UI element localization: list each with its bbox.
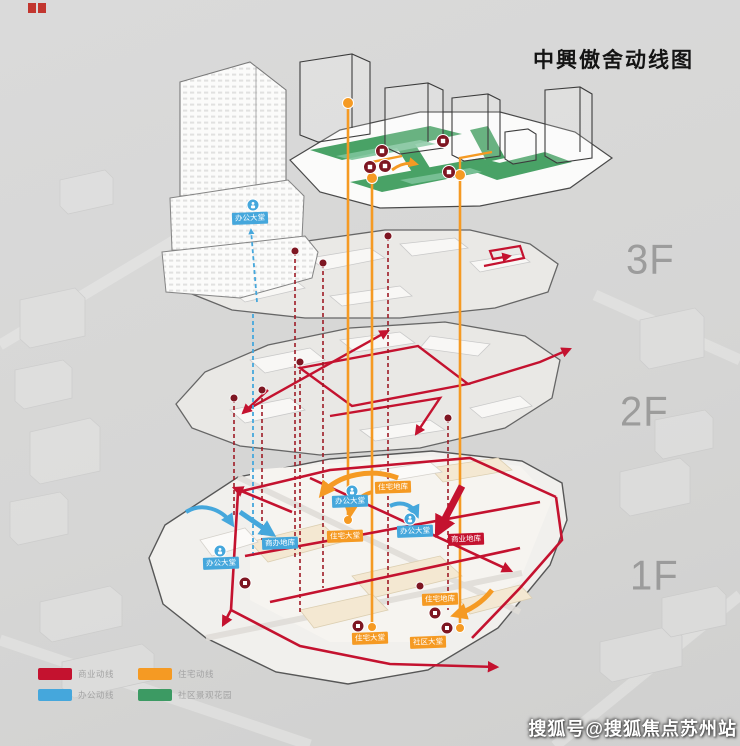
label-commercial-basement: 商业地库 xyxy=(447,532,485,546)
legend-swatch-garden xyxy=(138,689,172,701)
label-office-lobby-3: 办公大堂 xyxy=(202,556,240,570)
legend-item-office: 办公动线 xyxy=(38,689,138,701)
commercial-core-lines xyxy=(233,237,449,612)
commercial-core-dots xyxy=(229,231,453,591)
vertical-circulation-lines xyxy=(229,97,466,633)
background-city xyxy=(0,169,740,746)
floor-label-3f: 3F xyxy=(626,237,675,283)
commercial-garage-ramp-arrow xyxy=(434,484,466,538)
legend-swatch-residential xyxy=(138,668,172,680)
floor-label-1f: 1F xyxy=(630,553,679,599)
massing-wireframes xyxy=(299,53,593,165)
label-office-lobby-tower: 办公大堂 xyxy=(231,211,269,225)
legend-item-residential: 住宅动线 xyxy=(138,668,232,680)
watermark: 搜狐号@搜狐焦点苏州站 xyxy=(528,719,737,739)
page-title: 中興傲舍动线图 xyxy=(533,48,694,72)
label-office-basement: 商办地库 xyxy=(261,536,299,550)
label-residential-basement-1: 住宅地库 xyxy=(374,480,412,494)
floor-plate-2f xyxy=(175,321,572,456)
elevator-badge-icons xyxy=(238,134,456,635)
floor-label-2f: 2F xyxy=(620,389,669,435)
label-residential-lobby-1: 住宅大堂 xyxy=(326,529,364,543)
legend-swatch-commercial xyxy=(38,668,72,680)
legend-item-garden: 社区景观花园 xyxy=(138,689,232,701)
legend: 商业动线 住宅动线 办公动线 社区景观花园 xyxy=(38,668,232,701)
legend-label-commercial: 商业动线 xyxy=(78,669,115,679)
legend-item-commercial: 商业动线 xyxy=(38,668,138,680)
roof-garden-level xyxy=(289,53,614,209)
label-office-lobby-2: 办公大堂 xyxy=(396,524,434,538)
office-path-1f xyxy=(184,501,420,537)
legend-swatch-office xyxy=(38,689,72,701)
legend-label-residential: 住宅动线 xyxy=(178,669,215,679)
legend-label-office: 办公动线 xyxy=(78,690,115,700)
residential-core-lines xyxy=(346,104,462,626)
label-residential-lobby-2: 住宅大堂 xyxy=(351,631,389,645)
label-residential-basement-2: 住宅地库 xyxy=(421,592,459,606)
label-office-lobby-1: 办公大堂 xyxy=(331,494,369,508)
office-core-lines xyxy=(248,228,258,556)
3f-commercial-loop xyxy=(483,244,526,268)
label-community-lobby: 社区大堂 xyxy=(409,635,447,649)
legend-label-garden: 社区景观花园 xyxy=(178,690,233,700)
office-lobby-markers xyxy=(213,198,417,558)
